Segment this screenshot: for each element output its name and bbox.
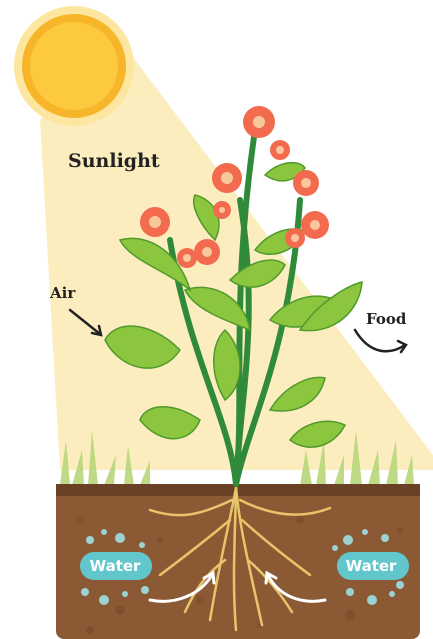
water-label-left: Water xyxy=(80,557,150,575)
sunlight-label: Sunlight xyxy=(68,150,160,172)
air-label: Air xyxy=(50,284,75,302)
arrow-food-out xyxy=(355,330,406,352)
food-label: Food xyxy=(366,310,406,328)
sun-icon xyxy=(14,6,134,126)
water-label-right: Water xyxy=(336,557,406,575)
